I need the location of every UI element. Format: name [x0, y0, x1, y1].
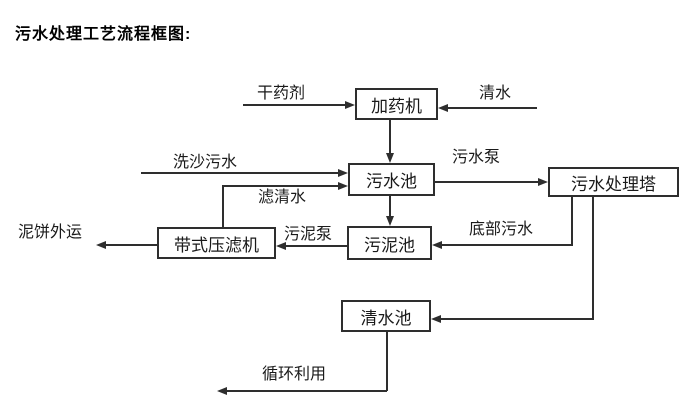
line-sludge-pool-to-press — [286, 245, 347, 247]
line-dry-agent-to-dosing — [243, 104, 345, 106]
node-treatment-tower-label: 污水处理塔 — [571, 174, 656, 194]
arrowhead-sludge-pump-left — [276, 242, 286, 250]
node-dosing-machine-label: 加药机 — [371, 96, 422, 116]
arrowhead-sludge-pool-down — [386, 216, 394, 226]
line-dosing-to-sewage-pool — [389, 120, 391, 155]
node-sludge-pool: 污泥池 — [347, 226, 432, 260]
line-press-to-mud-cake — [106, 244, 157, 246]
node-dosing-machine: 加药机 — [355, 88, 438, 120]
arrowhead-dosing-down — [386, 153, 394, 163]
arrowhead-bottom-sewage-left — [432, 241, 442, 249]
arrowhead-filtered-water-right — [338, 182, 348, 190]
arrowhead-mud-cake-left — [96, 241, 106, 249]
line-clean-pool-drop — [386, 332, 388, 391]
label-sand-washing-sewage: 洗沙污水 — [173, 154, 238, 171]
line-bottom-sewage-to-sludge-pool — [441, 244, 572, 246]
node-clean-water-pool-label: 清水池 — [360, 308, 412, 328]
node-clean-water-pool: 清水池 — [341, 300, 431, 332]
line-filtered-water-horizontal — [222, 185, 339, 187]
line-tower-bottom-drop — [571, 196, 573, 246]
node-sewage-pool-label: 污水池 — [366, 172, 417, 191]
node-belt-filter-press: 带式压滤机 — [157, 227, 276, 259]
label-sludge-pump: 污泥泵 — [284, 226, 333, 243]
arrowhead-clean-water-left — [438, 104, 448, 112]
line-clean-water-to-dosing — [448, 107, 537, 109]
line-recycle-reuse — [227, 390, 387, 392]
arrowhead-recycle-left — [217, 387, 227, 395]
label-clean-water: 清水 — [479, 85, 512, 102]
arrowhead-sand-washing-right — [338, 169, 348, 177]
line-sand-washing-to-sewage-pool — [141, 172, 339, 174]
label-mud-cake-out: 泥饼外运 — [18, 224, 83, 241]
node-sewage-pool: 污水池 — [348, 163, 435, 196]
label-dry-agent: 干药剂 — [257, 85, 306, 102]
arrowhead-sewage-pump-right — [538, 178, 548, 186]
node-treatment-tower: 污水处理塔 — [548, 167, 679, 197]
label-bottom-sewage: 底部污水 — [469, 221, 534, 238]
node-belt-filter-press-label: 带式压滤机 — [174, 235, 259, 255]
line-filtered-water-vertical — [222, 185, 224, 228]
line-sewage-pool-to-tower — [435, 181, 539, 183]
label-recycle-reuse: 循环利用 — [262, 366, 327, 383]
line-sewage-pool-to-sludge-pool — [389, 196, 391, 218]
line-tower-to-clean-pool-horizontal — [441, 318, 593, 320]
node-sludge-pool-label: 污泥池 — [364, 235, 415, 255]
diagram-title: 污水处理工艺流程框图: — [15, 26, 192, 43]
label-filtered-clean-water: 滤清水 — [258, 189, 307, 206]
arrowhead-clean-pool-left — [431, 315, 441, 323]
label-sewage-pump: 污水泵 — [452, 149, 501, 166]
arrowhead-dry-agent-right — [345, 101, 355, 109]
line-tower-to-clean-pool-vertical — [592, 196, 594, 320]
